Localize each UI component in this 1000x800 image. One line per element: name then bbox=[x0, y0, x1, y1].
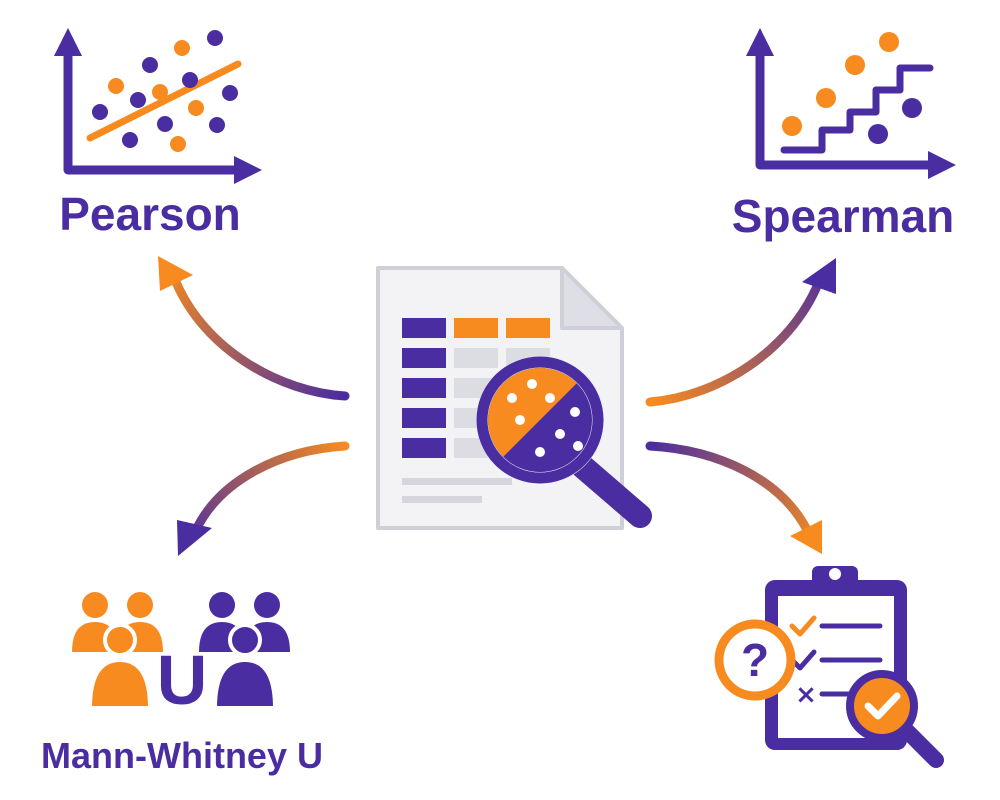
pearson-scatter-icon bbox=[54, 28, 262, 184]
arrow-to-hypothesis-check bbox=[645, 441, 822, 554]
arrow-to-pearson bbox=[158, 256, 350, 401]
arrow-to-mann-whitney bbox=[177, 441, 350, 556]
cross-mark: × bbox=[795, 680, 817, 710]
mann-whitney-label: Mann-Whitney U bbox=[41, 735, 323, 776]
pearson-label: Pearson bbox=[59, 188, 241, 240]
question-badge-icon bbox=[714, 619, 796, 701]
magnifier-icon bbox=[476, 356, 652, 528]
question-mark: ? bbox=[741, 634, 769, 686]
two-groups-icon bbox=[72, 592, 290, 710]
u-badge-letter: U bbox=[157, 641, 208, 719]
spearman-label: Spearman bbox=[732, 190, 954, 242]
check-magnifier-icon bbox=[846, 670, 944, 768]
spearman-rank-icon bbox=[746, 28, 956, 179]
arrow-to-spearman bbox=[645, 258, 836, 407]
